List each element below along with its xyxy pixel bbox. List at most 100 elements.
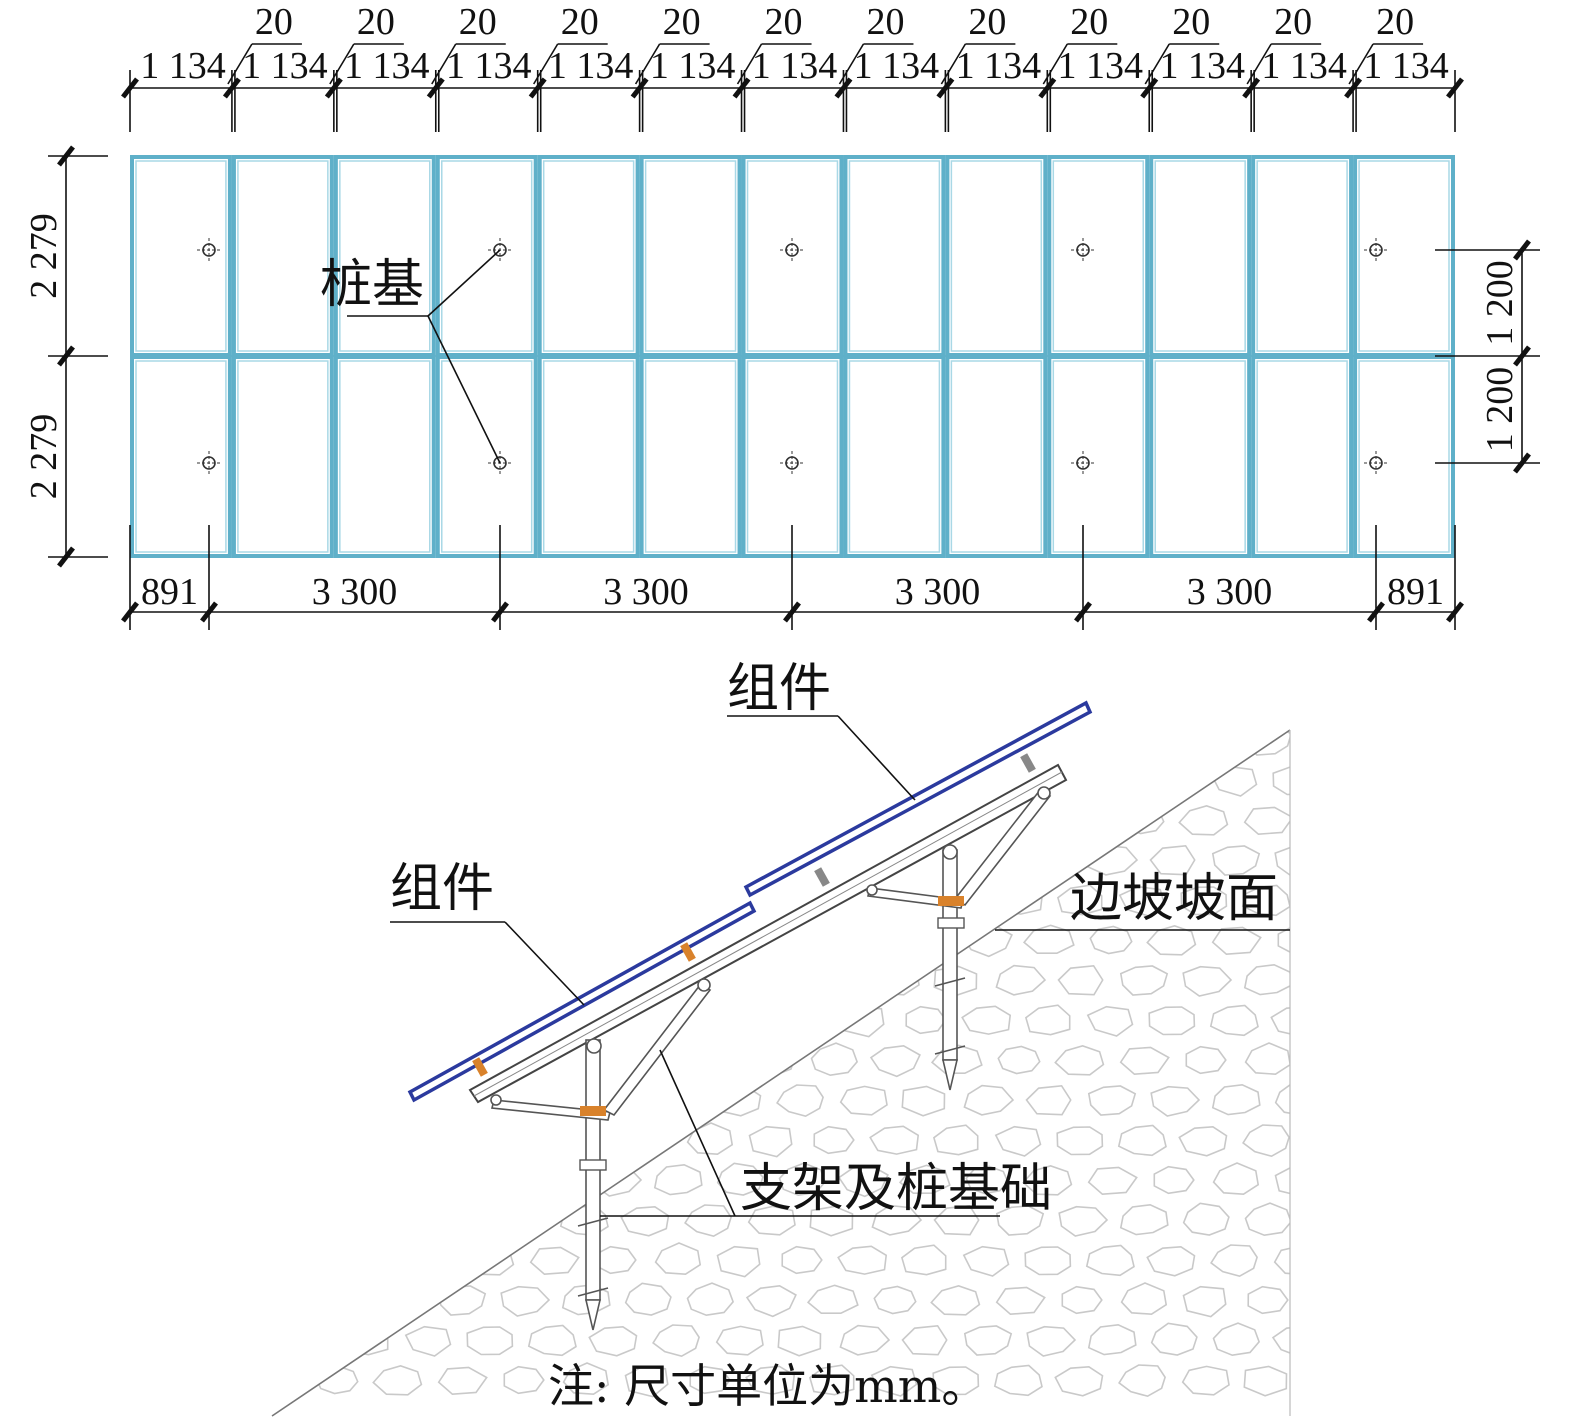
rock-stone xyxy=(685,1043,735,1076)
slope-surface-line xyxy=(271,729,1291,1417)
bottom-span-label: 891 xyxy=(1387,571,1444,613)
rock-stone xyxy=(839,1324,891,1356)
bottom-span-label: 3 300 xyxy=(1187,571,1273,613)
rock-stone xyxy=(272,1285,296,1317)
pile-marker xyxy=(1364,238,1388,262)
rock-stone xyxy=(1148,1006,1196,1036)
rock-stone xyxy=(595,1245,637,1275)
rock-stone xyxy=(1054,1365,1104,1397)
rock-stone xyxy=(1119,730,1171,756)
rock-stone xyxy=(467,1164,514,1196)
module-width-label: 1 134 xyxy=(752,45,838,87)
rock-stone xyxy=(1243,730,1290,756)
rock-stone xyxy=(1150,1085,1201,1117)
gap-width-label: 20 xyxy=(1070,1,1108,43)
rock-stone xyxy=(310,805,360,837)
pv-panel-inner-frame xyxy=(135,160,227,352)
rock-stone xyxy=(810,1042,859,1077)
pv-panel xyxy=(1149,155,1252,357)
right-post xyxy=(942,849,958,1061)
rock-stone xyxy=(652,1324,700,1358)
dimension-tick xyxy=(57,145,75,167)
rock-stone xyxy=(1274,1082,1290,1116)
support-label-leader xyxy=(659,1049,736,1217)
module-width-label: 1 134 xyxy=(956,45,1042,87)
right-support xyxy=(866,786,1052,1091)
rock-stone xyxy=(930,1044,983,1074)
rock-stone xyxy=(651,1084,701,1117)
rock-stone xyxy=(1180,886,1228,916)
rock-stone xyxy=(282,765,333,797)
gap-label-leader xyxy=(1348,43,1374,85)
dimension-tick xyxy=(1446,601,1464,623)
rock-stone xyxy=(1210,765,1258,797)
rock-stone xyxy=(1024,1004,1071,1036)
rock-stone xyxy=(1211,926,1262,956)
rock-stone xyxy=(272,1364,301,1394)
rock-stone xyxy=(498,964,545,996)
rock-stone xyxy=(282,1085,327,1118)
rock-stone xyxy=(1272,766,1290,796)
rock-stone xyxy=(376,730,424,756)
rock-stone xyxy=(1244,1202,1290,1237)
gap-width-label: 20 xyxy=(1274,1,1312,43)
pv-panel xyxy=(1353,355,1455,558)
rock-stone xyxy=(405,925,454,956)
pv-panel xyxy=(537,155,640,357)
left-end-bolt xyxy=(490,1094,502,1106)
rock-stone xyxy=(873,1285,917,1315)
rock-stone xyxy=(1153,1165,1195,1195)
gap-label-leader xyxy=(940,43,967,85)
pv-panel-inner-frame xyxy=(237,360,329,553)
rock-stone xyxy=(529,1246,580,1276)
rock-stone xyxy=(311,1124,363,1158)
gap-label-leader xyxy=(1042,43,1068,85)
clamp xyxy=(814,867,830,887)
rock-stone xyxy=(965,1165,1009,1195)
rock-stone xyxy=(344,1002,393,1037)
rock-stone xyxy=(715,1325,764,1356)
rock-stone xyxy=(777,766,828,796)
rock-stone xyxy=(689,1365,731,1395)
rock-stone xyxy=(808,1364,855,1396)
rock-stone xyxy=(1026,1325,1077,1357)
rock-stone xyxy=(563,885,607,915)
pv-panel-inner-frame xyxy=(950,360,1043,553)
module-width-label: 1 134 xyxy=(854,45,940,87)
rock-stone xyxy=(905,1005,947,1035)
rock-stone xyxy=(869,1044,921,1078)
rock-stone xyxy=(781,1245,823,1275)
rock-stone xyxy=(1056,1126,1104,1156)
rock-stone xyxy=(712,765,763,796)
rock-stone xyxy=(503,1365,545,1395)
pile-marker xyxy=(197,238,221,262)
pv-panel xyxy=(130,355,232,558)
rock-stone xyxy=(777,1325,822,1357)
rock-stone xyxy=(372,1365,423,1396)
left-pile-tip xyxy=(584,1299,602,1331)
rock-stone xyxy=(1210,1244,1258,1278)
rock-stone xyxy=(684,1204,732,1238)
rock-stone xyxy=(807,730,857,757)
dimension-tick xyxy=(426,77,445,99)
rock-stone xyxy=(439,1125,483,1155)
gap-width-label: 20 xyxy=(1172,1,1210,43)
rock-stone xyxy=(437,1366,488,1396)
gap-width-label: 20 xyxy=(357,1,395,43)
rock-stone xyxy=(1211,845,1261,876)
pv-panel-inner-frame xyxy=(542,360,635,553)
pile-marker xyxy=(1071,451,1095,475)
rock-stone xyxy=(868,730,918,757)
rock-stone xyxy=(527,845,578,875)
pv-panel-inner-frame xyxy=(441,160,533,352)
pile-marker xyxy=(1071,238,1095,262)
clamp xyxy=(472,1057,488,1077)
rock-stone xyxy=(1085,1244,1135,1277)
pv-panel xyxy=(1251,355,1354,558)
rock-stone xyxy=(1211,1083,1261,1116)
rock-stone xyxy=(314,965,359,998)
rock-stone xyxy=(529,924,581,956)
rock-stone xyxy=(961,1005,1012,1035)
rock-stone xyxy=(624,1365,669,1398)
